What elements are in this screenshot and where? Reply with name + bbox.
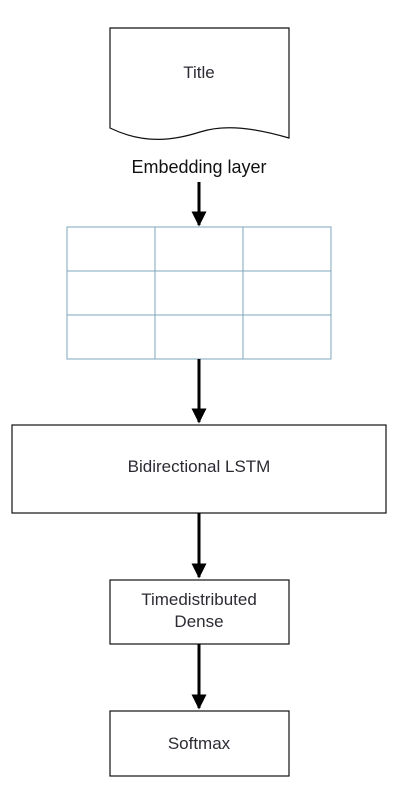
lstm-node-label: Bidirectional LSTM <box>128 457 271 476</box>
title-node-label: Title <box>183 63 215 82</box>
dense-node-label-line2: Dense <box>174 612 223 631</box>
dense-node-box[interactable] <box>109 579 290 645</box>
dense-node-label-line1: Timedistributed <box>141 590 257 609</box>
embedding-grid <box>66 226 332 360</box>
embedding-layer-label: Embedding layer <box>131 157 266 177</box>
title-document-shape[interactable] <box>109 27 290 140</box>
embedding-label-bg <box>120 152 278 180</box>
embedding-grid-outline <box>66 226 332 360</box>
lstm-node-box[interactable] <box>11 424 387 514</box>
softmax-node-box[interactable] <box>109 710 290 777</box>
softmax-node-label: Softmax <box>168 734 231 753</box>
